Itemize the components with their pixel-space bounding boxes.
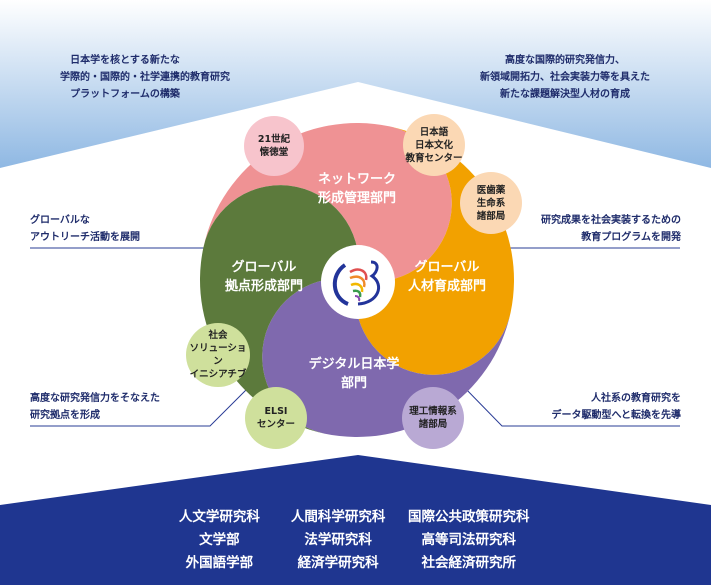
top-banner [0, 0, 711, 168]
division-digital: デジタル日本学 部門 [309, 355, 400, 393]
partner-label: 諸部局 [418, 419, 448, 430]
partner-label: 理工情報系 [409, 406, 457, 417]
note-line: データ駆動型へと転換を先導 [551, 410, 682, 421]
faculty-item: 国際公共政策研究科 [408, 509, 530, 525]
partner-label: 社会 [208, 330, 228, 341]
line-left-lower [30, 384, 252, 427]
partner-label: 日本文化 [414, 139, 453, 151]
top-left-goal: 日本学を核とする新たな 学際的・国際的・社学連携的教育研究 プラットフォームの構… [60, 52, 230, 103]
note-line: グローバルな [30, 215, 90, 226]
note-line: 人社系の教育研究を [591, 393, 681, 404]
faculty-item: 人間科学研究科 [290, 509, 386, 525]
faculty-item: 文学部 [199, 532, 240, 548]
right-upper-note: 研究成果を社会実装するための 教育プログラムを開発 [541, 212, 681, 246]
partner-kaitokudo: 21世紀 懐徳堂 [244, 116, 304, 176]
faculty-item: 経済学研究科 [297, 555, 379, 571]
partner-label: 懐徳堂 [259, 147, 289, 158]
division-global-talent: グローバル 人材育成部門 [408, 258, 486, 296]
partner-label: 医歯薬 [476, 184, 506, 196]
note-line: アウトリーチ活動を展開 [30, 232, 140, 243]
division-label: ネットワーク [317, 172, 397, 187]
partner-japanese-center: 日本語 日本文化 教育センター [403, 114, 465, 176]
partner-label: イニシアチブ [189, 369, 247, 380]
partner-elsi: ELSI センター [245, 387, 307, 449]
goal-line: 日本学を核とする新たな [70, 55, 180, 66]
faculty-item: 社会経済研究所 [421, 555, 517, 571]
division-network: ネットワーク 形成管理部門 [318, 170, 396, 208]
division-label: デジタル日本学 [308, 357, 400, 372]
note-line: 研究拠点を形成 [30, 410, 100, 421]
division-global-hub: グローバル 拠点形成部門 [225, 258, 303, 296]
faculty-item: 外国語学部 [185, 555, 254, 571]
partner-label: 日本語 [419, 126, 449, 138]
partner-science: 理工情報系 諸部局 [402, 387, 464, 449]
partner-label: ソリューション [189, 343, 247, 367]
faculty-list: 人文学研究科 人間科学研究科 国際公共政策研究科 文学部 法学研究科 高等司法研… [160, 507, 540, 573]
partner-social-solution: 社会 ソリューション イニシアチブ [186, 323, 250, 387]
top-right-goal: 高度な国際的研究発信力、 新領域開拓力、社会実装力等を具えた 新たな課題解決型人… [475, 52, 655, 103]
note-line: 高度な研究発信力をそなえた [30, 393, 160, 404]
division-label: 拠点形成部門 [224, 279, 304, 294]
left-upper-note: グローバルな アウトリーチ活動を展開 [30, 212, 140, 246]
faculty-item: 人文学研究科 [178, 509, 260, 525]
partner-label: 諸部局 [476, 210, 506, 222]
note-line: 教育プログラムを開発 [581, 232, 681, 243]
note-line: 研究成果を社会実装するための [541, 215, 681, 226]
right-lower-note: 人社系の教育研究を データ駆動型へと転換を先導 [552, 390, 682, 424]
partner-label: ELSI [264, 406, 288, 417]
partner-label: 生命系 [476, 197, 506, 209]
partner-label: 21世紀 [257, 134, 291, 145]
connector-lines [30, 247, 680, 427]
division-label: グローバル [414, 260, 480, 275]
division-label: 形成管理部門 [317, 191, 397, 206]
division-label: 人材育成部門 [407, 279, 487, 294]
logo [321, 245, 395, 319]
goal-line: プラットフォームの構築 [70, 89, 180, 100]
faculty-item: 高等司法研究科 [421, 532, 517, 548]
goal-line: 学際的・国際的・社学連携的教育研究 [60, 72, 230, 83]
partner-label: 教育センター [405, 152, 463, 164]
line-right-lower [461, 384, 680, 427]
bottom-banner [0, 455, 711, 585]
goal-line: 新たな課題解決型人材の育成 [500, 89, 630, 100]
partner-label: センター [256, 419, 295, 430]
goal-line: 新領域開拓力、社会実装力等を具えた [480, 72, 650, 83]
division-label: 部門 [340, 376, 367, 391]
faculty-item: 法学研究科 [304, 532, 372, 548]
goal-line: 高度な国際的研究発信力、 [505, 55, 625, 66]
partner-medical: 医歯薬 生命系 諸部局 [460, 172, 522, 234]
division-label: グローバル [231, 260, 297, 275]
left-lower-note: 高度な研究発信力をそなえた 研究拠点を形成 [30, 390, 160, 424]
